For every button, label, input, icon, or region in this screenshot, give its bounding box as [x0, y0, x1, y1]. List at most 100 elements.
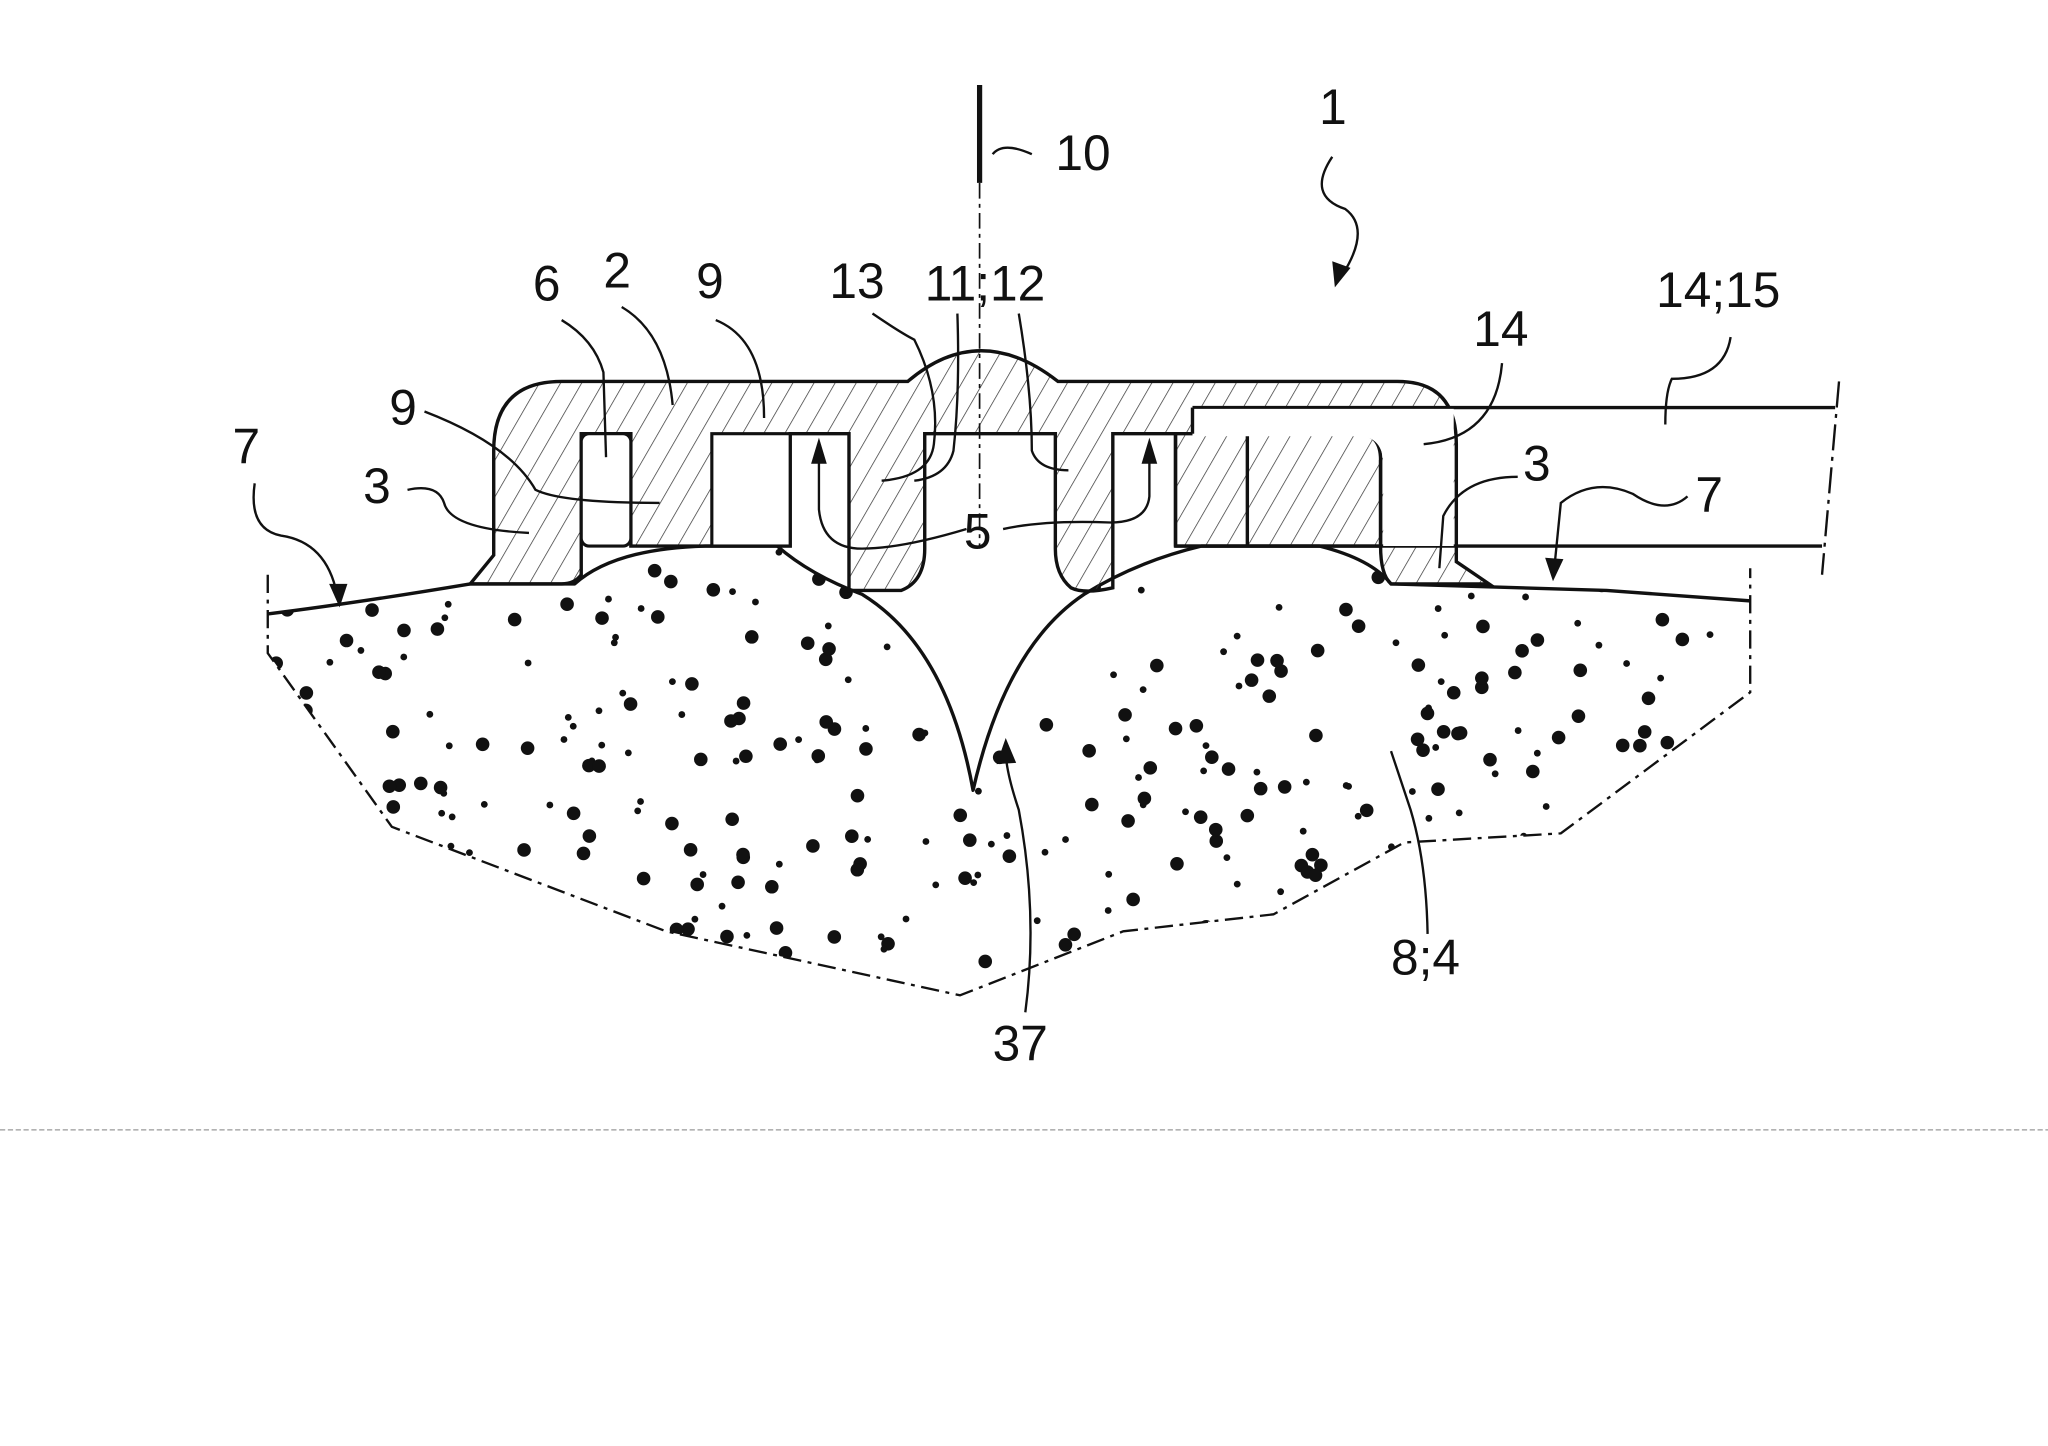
- particle-dot: [883, 643, 891, 651]
- particle-dot: [517, 843, 531, 857]
- particle-dot: [1660, 735, 1675, 750]
- particle-dot: [1551, 730, 1566, 745]
- particle-dot: [1062, 836, 1069, 843]
- particle-dot: [569, 722, 577, 730]
- particle-dot: [1324, 900, 1339, 914]
- particle-dot: [736, 696, 751, 710]
- particle-dot: [1712, 808, 1719, 816]
- particle-dot: [1570, 837, 1585, 851]
- particle-dot: [480, 800, 488, 808]
- particle-dot: [623, 697, 638, 711]
- arrow-head-icon: [996, 738, 1017, 765]
- particle-dot: [1652, 786, 1660, 794]
- particle-dot: [683, 843, 698, 857]
- particle-dot: [765, 879, 779, 894]
- particle-dot: [458, 899, 473, 914]
- particle-dot: [1233, 880, 1241, 888]
- particle-dot: [636, 871, 651, 886]
- particle-dot: [744, 630, 759, 644]
- particle-dot: [819, 715, 834, 729]
- particle-dot: [365, 603, 379, 617]
- particle-dot: [1615, 922, 1629, 937]
- particle-dot: [637, 605, 645, 612]
- particle-dot: [595, 611, 609, 625]
- particle-dot: [681, 922, 695, 936]
- particle-dot: [1168, 721, 1183, 736]
- particle-dot: [1308, 868, 1323, 883]
- particle-dot: [664, 574, 678, 589]
- particle-dot: [978, 725, 985, 732]
- particle-dot: [546, 801, 554, 809]
- particle-dot: [1122, 735, 1130, 743]
- particle-dot: [725, 812, 739, 827]
- particle-dot: [339, 633, 354, 648]
- insert-14-fill: [1192, 408, 1454, 547]
- particle-dot: [1641, 691, 1656, 706]
- particle-dot: [1436, 724, 1451, 739]
- label-leg-right: 3: [1523, 436, 1551, 492]
- particle-dot: [864, 835, 872, 843]
- particle-dot: [1675, 632, 1690, 647]
- particle-dot: [592, 759, 606, 773]
- particle-dot: [1141, 978, 1149, 986]
- particle-dot: [1262, 689, 1277, 703]
- particle-dot: [1137, 929, 1152, 943]
- particle-dot: [1253, 945, 1267, 959]
- particle-dot: [922, 838, 930, 845]
- particle-dot: [372, 938, 387, 953]
- particle-dot: [1345, 782, 1353, 790]
- label-surface-left: 7: [232, 419, 260, 475]
- particle-dot: [1431, 782, 1445, 796]
- particle-dot: [1137, 791, 1152, 806]
- particle-dot: [624, 749, 632, 757]
- particle-dot: [1552, 922, 1567, 936]
- particle-dot: [433, 780, 448, 795]
- particle-dot: [1679, 824, 1694, 838]
- label-rib-left: 9: [389, 380, 417, 436]
- particle-dot: [1275, 603, 1283, 611]
- particle-dot: [267, 547, 276, 561]
- particle-dot: [965, 642, 980, 657]
- particle-dot: [1487, 875, 1502, 889]
- particle-dot: [382, 779, 397, 794]
- particle-dot: [619, 689, 627, 697]
- particle-dot: [1653, 890, 1661, 898]
- particle-dot: [1420, 706, 1435, 721]
- particle-dot: [1233, 632, 1241, 640]
- particle-dot: [1118, 708, 1132, 722]
- particle-dot: [1240, 808, 1255, 823]
- particle-dot: [1193, 810, 1208, 824]
- particle-dot: [564, 714, 572, 721]
- label-groove: 6: [533, 255, 561, 311]
- particle-dot: [1429, 848, 1444, 863]
- particle-dot: [430, 622, 445, 636]
- particle-dot: [1253, 768, 1261, 776]
- particle-dot: [1494, 916, 1502, 923]
- particle-dot: [277, 690, 285, 698]
- particle-dot: [1674, 782, 1682, 789]
- particle-dot: [800, 636, 815, 651]
- particle-dot: [1688, 761, 1702, 775]
- particle-dot: [1274, 664, 1288, 678]
- particle-dot: [773, 737, 787, 751]
- particle-dot: [964, 640, 972, 647]
- particle-dot: [388, 962, 403, 977]
- particle-dot: [1437, 678, 1445, 686]
- particle-dot: [975, 787, 982, 795]
- label-gap: 5: [964, 504, 992, 560]
- particle-dot: [1209, 834, 1224, 848]
- particle-dot: [1641, 818, 1655, 833]
- particle-dot: [375, 958, 389, 972]
- particle-dot: [444, 600, 452, 608]
- particle-dot: [596, 557, 603, 564]
- particle-dot: [1740, 851, 1748, 859]
- particle-dot: [1721, 837, 1729, 845]
- particle-dot: [1298, 914, 1305, 922]
- particle-dot: [1299, 963, 1307, 971]
- particle-dot: [1305, 847, 1320, 862]
- particle-dot: [685, 677, 699, 691]
- particle-dot: [1522, 548, 1536, 563]
- particle-dot: [973, 606, 981, 614]
- particle-dot: [1317, 967, 1325, 975]
- particle-dot: [1339, 602, 1353, 617]
